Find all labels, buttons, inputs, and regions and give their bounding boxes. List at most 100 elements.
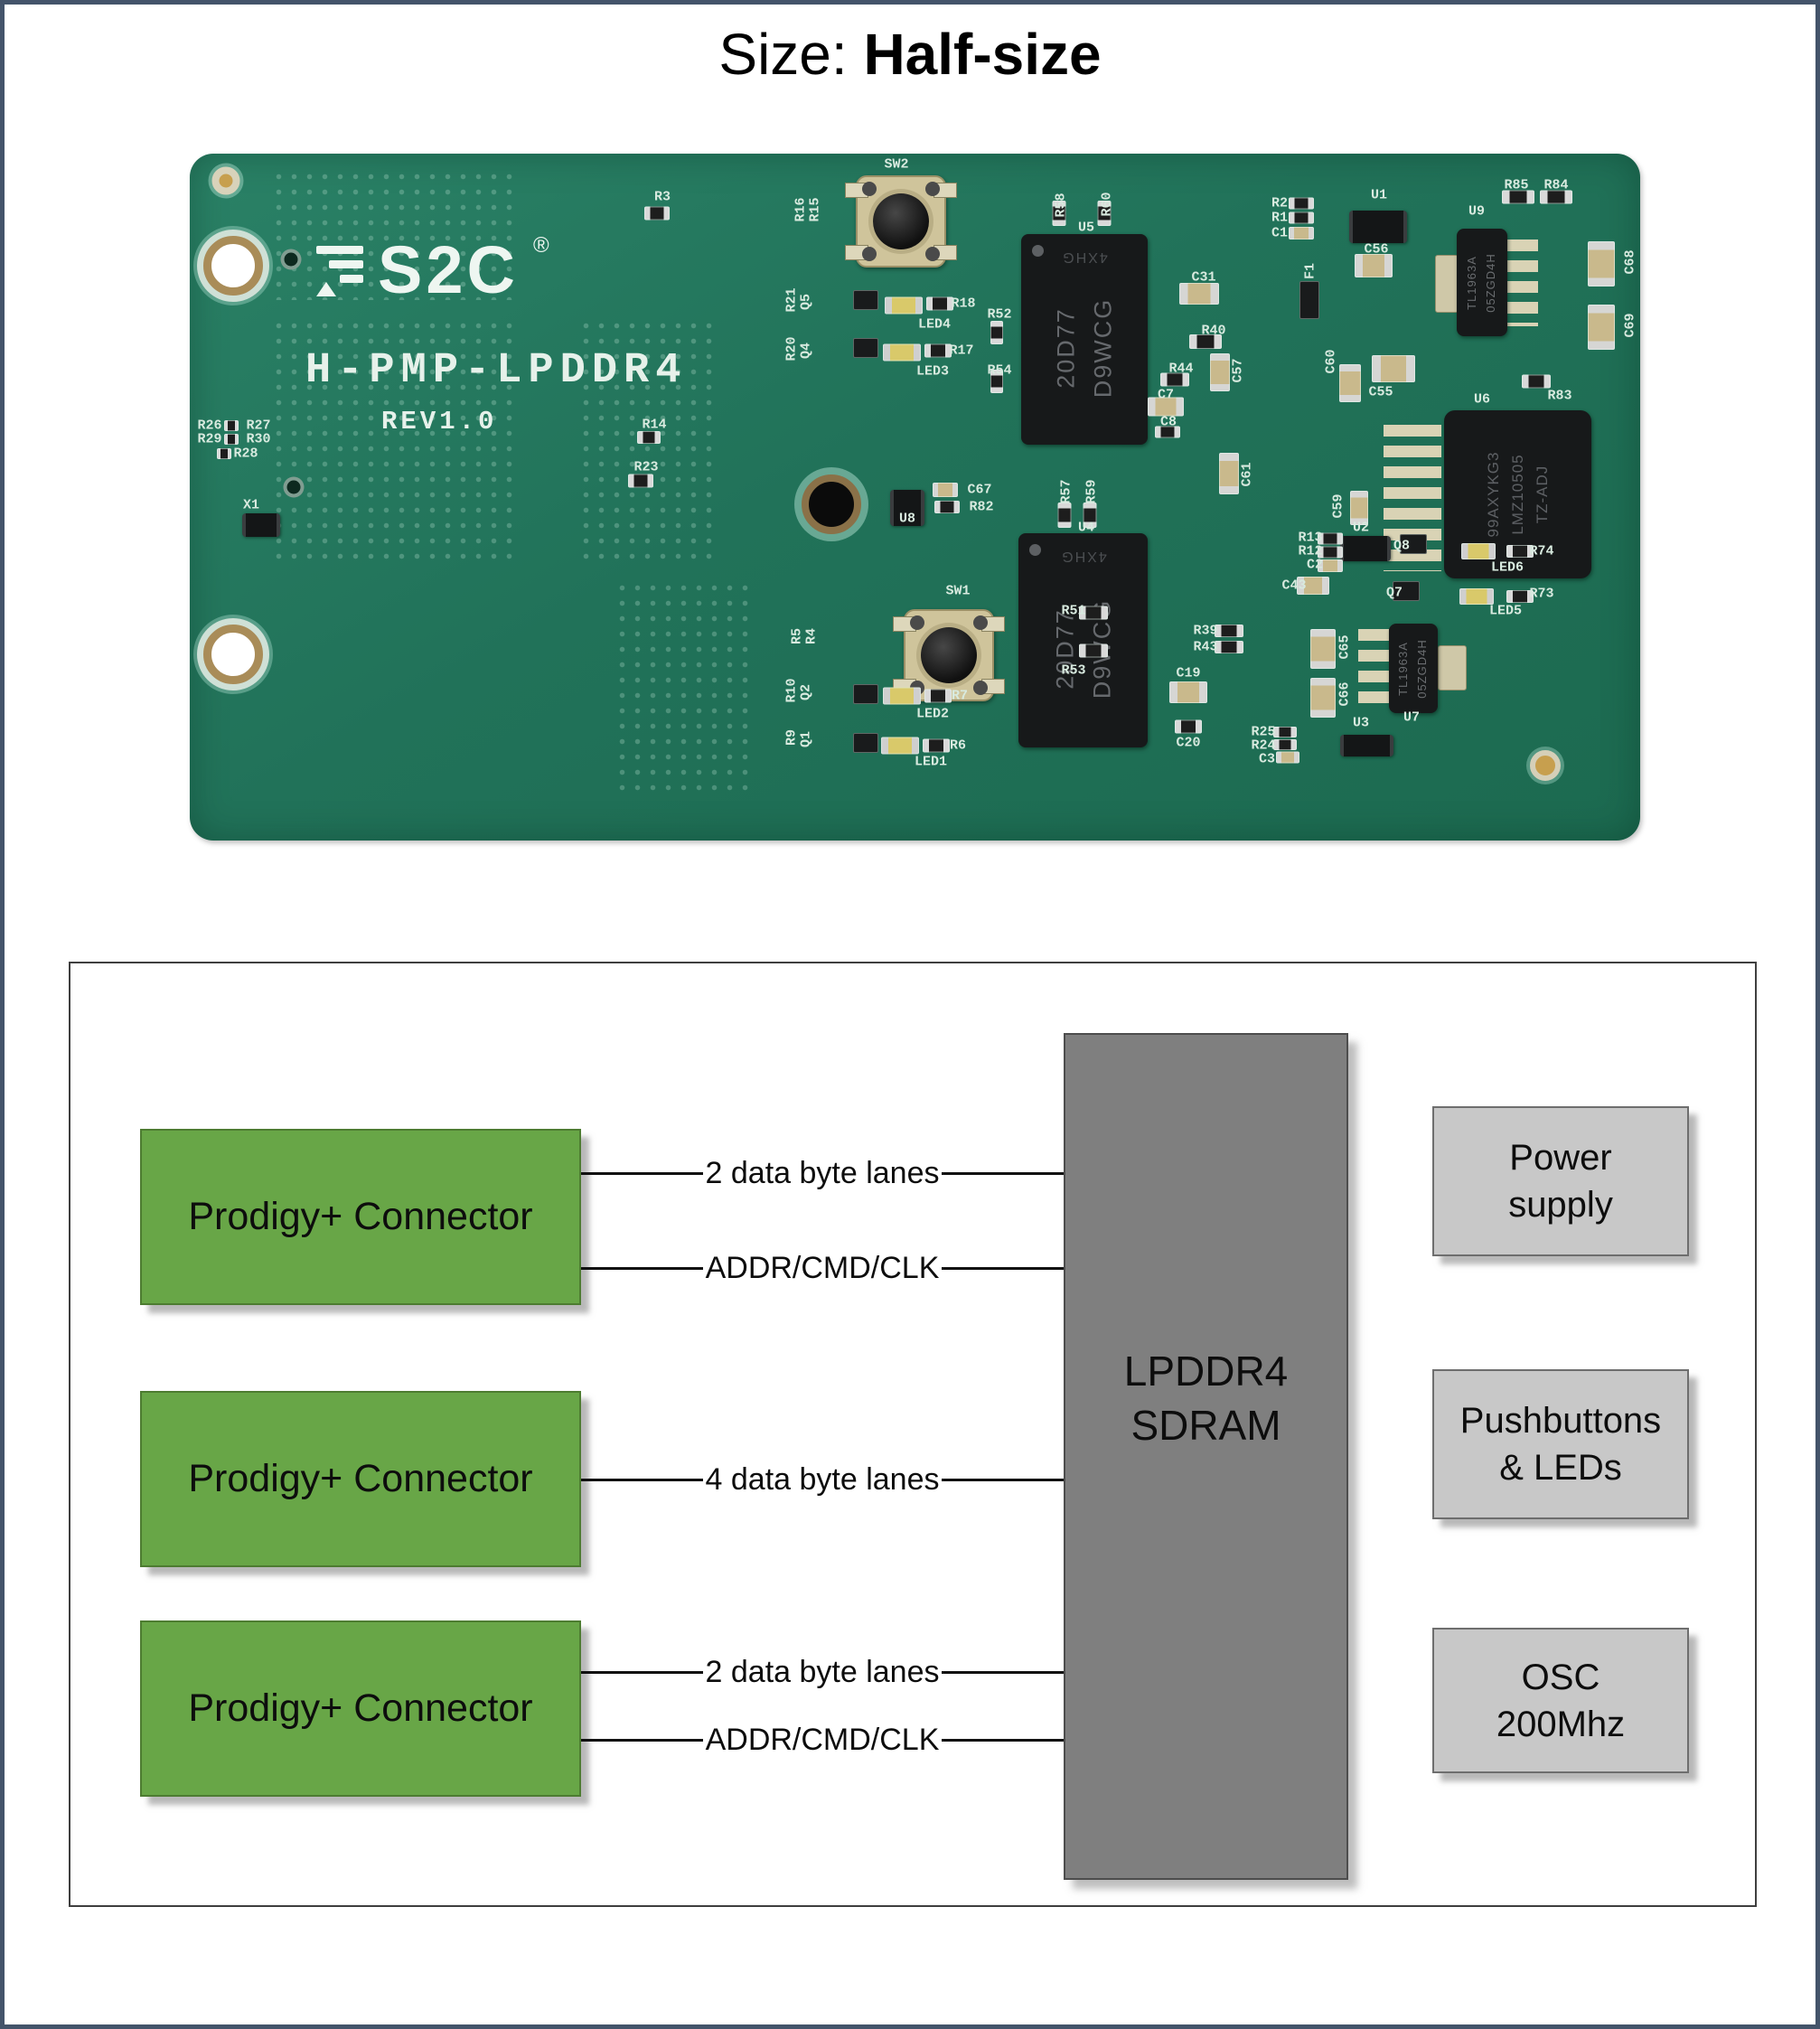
passive-part-64	[224, 420, 239, 431]
silkscreen-label-r85: R85	[1504, 177, 1529, 193]
silkscreen-label-r18: R18	[951, 296, 976, 312]
passive-part-25	[1372, 355, 1415, 382]
silkscreen-label-c56: C56	[1364, 241, 1389, 258]
regulator-chip-u7-marking: TL1963A 05ZGD4H	[1396, 638, 1429, 699]
pcb-photo: S2C ® H-PMP-LPDDR4 REV1.0 4XHG 20D77 D9W…	[190, 154, 1640, 841]
passive-part-21	[1289, 211, 1314, 224]
connection-label: 2 data byte lanes	[705, 1155, 940, 1190]
silkscreen-label-q4: Q4	[798, 342, 814, 360]
passive-part-16	[1148, 397, 1184, 417]
silkscreen-label-led5: LED5	[1488, 603, 1523, 619]
connection-line-segment	[581, 1670, 703, 1674]
connection-line-segment	[942, 1670, 1064, 1674]
silkscreen-label-c31: C31	[1191, 269, 1216, 286]
passive-part-42	[924, 689, 952, 703]
prodigy-connector-block-1: Prodigy+ Connector	[140, 1129, 581, 1305]
silkscreen-label-u2: U2	[1352, 520, 1370, 536]
passive-part-35	[934, 501, 960, 513]
page-title-prefix: Size:	[718, 22, 864, 87]
diagram-box-label-line1: Pushbuttons	[1459, 1401, 1662, 1441]
prodigy-connector-label: Prodigy+ Connector	[188, 1457, 533, 1500]
silkscreen-label-r27: R27	[246, 418, 271, 434]
pcb-board: S2C ® H-PMP-LPDDR4 REV1.0 4XHG 20D77 D9W…	[190, 154, 1640, 841]
passive-part-28	[1540, 190, 1572, 204]
silkscreen-label-c69: C69	[1622, 313, 1638, 338]
passive-part-26	[1339, 364, 1361, 402]
ic-u1	[1349, 211, 1407, 243]
passive-part-9	[990, 321, 1003, 344]
passive-part-29	[1588, 241, 1615, 287]
pushbutton-sw1[interactable]	[893, 609, 1005, 701]
connection-4-data-byte-lanes: 4 data byte lanes	[581, 1462, 1064, 1497]
ic-x1	[242, 513, 280, 537]
diagram-box-pushbuttons-leds: Pushbuttons& LEDs	[1432, 1369, 1689, 1519]
passive-part-17	[1155, 426, 1180, 438]
silkscreen-label-r23: R23	[633, 459, 659, 475]
connection-label: ADDR/CMD/CLK	[705, 1722, 940, 1757]
silkscreen-label-r84: R84	[1543, 177, 1569, 193]
silkscreen-label-r25: R25	[1251, 724, 1276, 740]
passive-part-4	[853, 338, 878, 358]
prodigy-connector-block-3: Prodigy+ Connector	[140, 1620, 581, 1797]
silkscreen-label-r7: R7	[951, 688, 969, 704]
s2c-logo: S2C ®	[316, 233, 549, 304]
silkscreen-label-r73: R73	[1529, 586, 1554, 602]
passive-part-36	[1079, 606, 1108, 620]
silkscreen-label-f1: F1	[1302, 262, 1318, 280]
board-rev-silkscreen: REV1.0	[381, 407, 498, 437]
silkscreen-label-r26: R26	[197, 418, 222, 434]
passive-part-11	[1052, 201, 1066, 226]
silkscreen-label-r24: R24	[1251, 737, 1276, 754]
passive-part-43	[923, 738, 950, 753]
passive-part-5	[885, 296, 923, 315]
passive-part-10	[990, 370, 1003, 393]
silkscreen-label-r20: R20	[783, 336, 800, 362]
page-title-bold: Half-size	[863, 22, 1102, 87]
sdram-chip-u5-topmark: 4XHG	[1061, 249, 1108, 265]
s2c-logo-icon	[316, 244, 363, 296]
passive-part-24	[1299, 281, 1319, 319]
passive-part-50	[1169, 681, 1207, 703]
passive-part-47	[1297, 577, 1329, 595]
silkscreen-label-r30: R30	[246, 431, 271, 447]
silkscreen-label-sw1: SW1	[945, 583, 971, 599]
pushbutton-sw2[interactable]	[845, 175, 957, 268]
silkscreen-label-r40: R40	[1201, 323, 1226, 339]
sdram-label-line2: SDRAM	[1130, 1401, 1281, 1449]
silkscreen-label-c60: C60	[1323, 349, 1339, 374]
passive-part-23	[1355, 254, 1393, 277]
sdram-chip-u5-marking: 20D77 D9WCG	[1052, 297, 1117, 399]
pushbutton-sw2-cap[interactable]	[873, 193, 929, 249]
silkscreen-label-r58: R58	[1053, 193, 1069, 218]
connection-line-segment	[581, 1478, 703, 1481]
silkscreen-label-u9: U9	[1468, 203, 1486, 220]
passive-part-62	[1276, 751, 1299, 764]
mount-hole-top-left	[203, 236, 263, 296]
ic-u3	[1340, 735, 1393, 756]
passive-part-48	[1215, 625, 1243, 637]
passive-part-31	[1522, 374, 1551, 389]
registered-mark-icon: ®	[532, 233, 549, 258]
passive-part-38	[853, 684, 878, 704]
passive-part-20	[1289, 197, 1314, 210]
silkscreen-label-x1: X1	[242, 497, 260, 513]
regulator-chip-u7: TL1963A 05ZGD4H	[1389, 624, 1438, 713]
passive-part-27	[1502, 190, 1534, 204]
passive-part-57	[1506, 590, 1534, 603]
silkscreen-label-r51: R51	[1061, 603, 1086, 619]
passive-part-63	[1350, 491, 1368, 525]
pushbutton-sw1-cap[interactable]	[921, 627, 977, 683]
diagram-box-label-line2: 200Mhz	[1496, 1704, 1626, 1744]
passive-part-2	[628, 474, 653, 488]
ic-u2	[1340, 536, 1391, 561]
silkscreen-label-r9: R9	[783, 728, 800, 747]
passive-part-41	[881, 737, 919, 755]
passive-part-0	[644, 206, 670, 221]
passive-part-7	[926, 296, 953, 311]
silkscreen-label-c19: C19	[1176, 665, 1201, 681]
connection-line-segment	[942, 1738, 1064, 1742]
passive-part-14	[1189, 334, 1222, 349]
passive-part-55	[1506, 545, 1534, 558]
